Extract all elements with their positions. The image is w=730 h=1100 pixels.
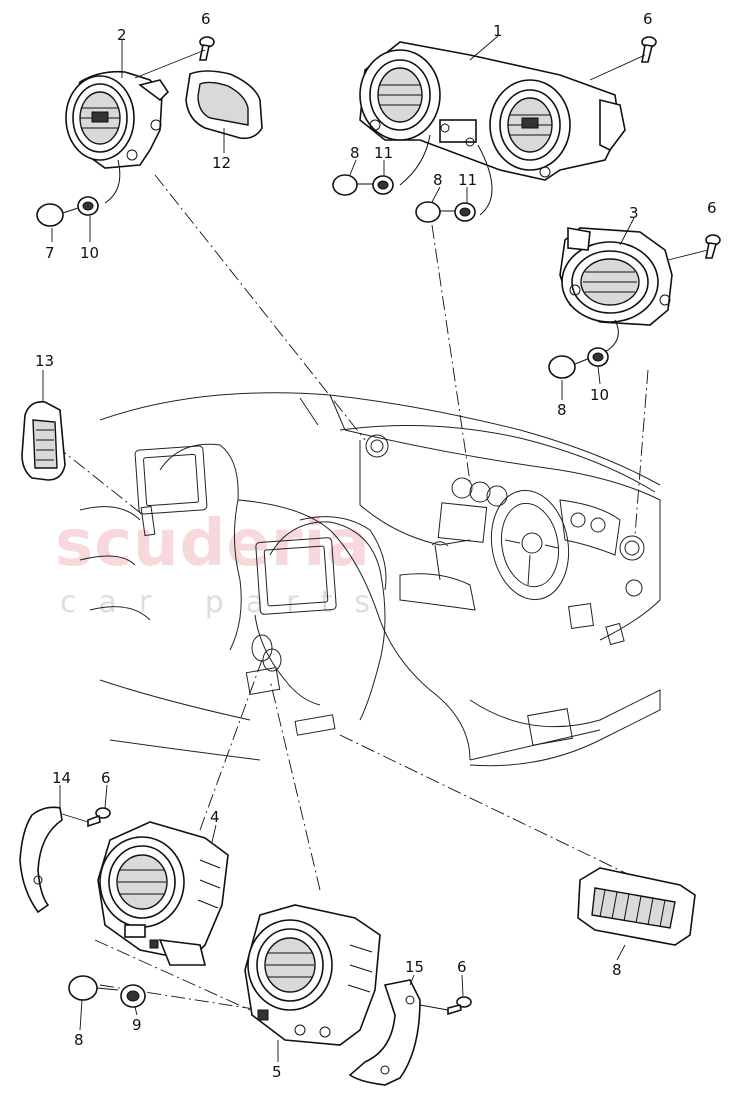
callout-4: 4 bbox=[210, 808, 220, 826]
callout-5: 5 bbox=[272, 1063, 282, 1081]
callout-11-a: 11 bbox=[374, 144, 393, 162]
callout-2: 2 bbox=[117, 26, 127, 44]
part-9-clip[interactable] bbox=[120, 984, 146, 1008]
part-6-screw-b[interactable] bbox=[641, 36, 657, 63]
leader-lines bbox=[42, 40, 635, 1062]
watermark-sub: car parts bbox=[60, 585, 392, 620]
steering-wheel bbox=[490, 489, 570, 601]
part-1-center-twin-vent[interactable] bbox=[359, 41, 626, 216]
callout-3: 3 bbox=[629, 204, 639, 222]
callout-6-a: 6 bbox=[201, 10, 211, 28]
part-13-door-vent[interactable] bbox=[21, 400, 66, 481]
part-6-screw-d[interactable] bbox=[87, 807, 111, 828]
part-11-clip-b[interactable] bbox=[454, 202, 476, 222]
callout-1: 1 bbox=[493, 22, 503, 40]
callout-12: 12 bbox=[212, 154, 231, 172]
rear-seat-monitor-left bbox=[134, 445, 208, 515]
callout-10-a: 10 bbox=[80, 244, 99, 262]
callout-8-e: 8 bbox=[74, 1031, 84, 1049]
part-6-screw-e[interactable] bbox=[447, 996, 472, 1016]
callout-13: 13 bbox=[35, 352, 54, 370]
part-8-cap-a[interactable] bbox=[36, 203, 79, 227]
callouts: 2 6 12 7 10 1 6 8 11 8 11 3 6 8 10 13 14… bbox=[35, 10, 717, 1081]
part-8-cap-c[interactable] bbox=[415, 201, 456, 223]
part-10-clip-b[interactable] bbox=[587, 347, 609, 367]
callout-14: 14 bbox=[52, 769, 71, 787]
callout-8-c: 8 bbox=[433, 171, 443, 189]
part-14-trim-bracket[interactable] bbox=[19, 806, 63, 914]
part-7-floor-vent[interactable] bbox=[577, 867, 696, 946]
callout-6-c: 6 bbox=[707, 199, 717, 217]
watermark-main: scuderia bbox=[55, 507, 371, 581]
center-vent-left-ref bbox=[451, 477, 473, 499]
callout-8-a: 7 bbox=[45, 244, 55, 262]
callout-10-b: 10 bbox=[590, 386, 609, 404]
part-4-rear-vent-housing[interactable] bbox=[97, 821, 229, 966]
callout-8-b: 8 bbox=[350, 144, 360, 162]
callout-7: 8 bbox=[612, 961, 622, 979]
floor-vent-ref bbox=[294, 714, 336, 736]
part-5-rear-vent-housing[interactable] bbox=[244, 904, 381, 1046]
part-12-gasket[interactable] bbox=[185, 70, 263, 140]
car-interior-view bbox=[79, 392, 661, 767]
callout-8-d: 8 bbox=[557, 401, 567, 419]
callout-6-b: 6 bbox=[643, 10, 653, 28]
part-6-screw-a[interactable] bbox=[199, 36, 215, 61]
part-3-dash-vent-right[interactable] bbox=[559, 227, 673, 353]
part-15-trim-bracket[interactable] bbox=[348, 979, 421, 1086]
part-2-dash-vent-left[interactable] bbox=[65, 70, 170, 204]
part-11-clip-a[interactable] bbox=[372, 175, 394, 195]
door-vent-ref bbox=[140, 505, 156, 537]
part-10-clip-a[interactable] bbox=[77, 196, 99, 216]
callout-15: 15 bbox=[405, 958, 424, 976]
part-6-screw-c[interactable] bbox=[705, 234, 721, 259]
reference-lines bbox=[54, 174, 649, 1011]
callout-11-b: 11 bbox=[458, 171, 477, 189]
callout-6-d: 6 bbox=[101, 769, 111, 787]
part-8-cap-b[interactable] bbox=[332, 174, 373, 196]
callout-9: 9 bbox=[132, 1016, 142, 1034]
part-8-cap-d[interactable] bbox=[548, 355, 591, 379]
part-8-cap-e[interactable] bbox=[68, 975, 119, 1001]
watermark: scuderia car parts bbox=[55, 507, 392, 620]
callout-6-e: 6 bbox=[457, 958, 467, 976]
rear-seat-monitor-right bbox=[255, 537, 337, 615]
